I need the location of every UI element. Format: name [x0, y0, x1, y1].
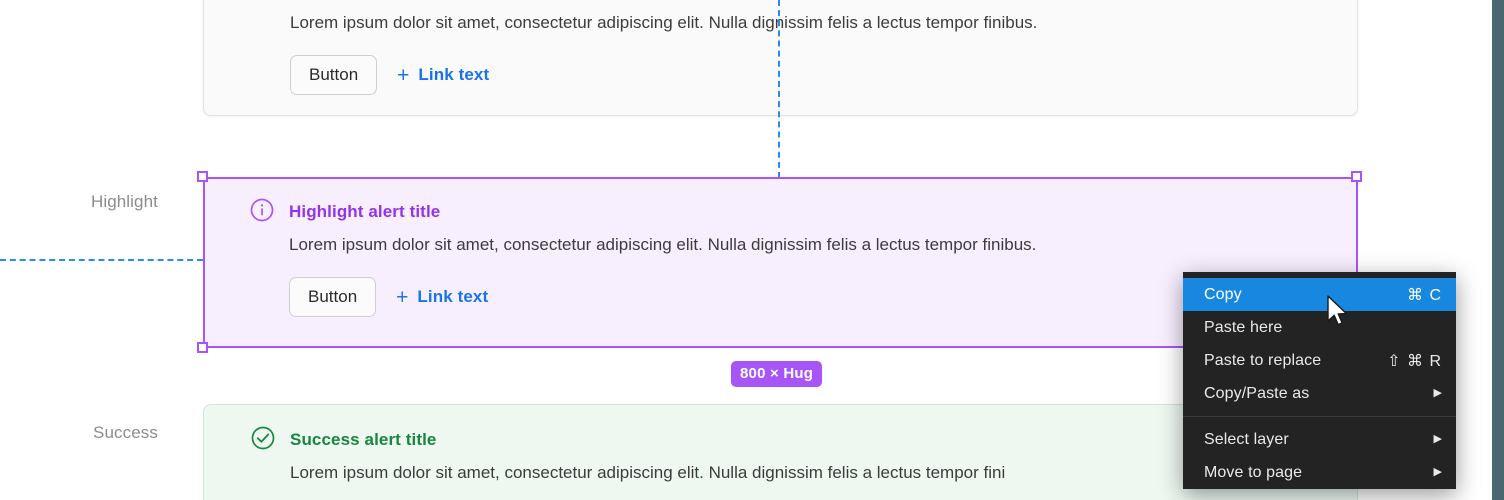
check-circle-icon [250, 425, 276, 451]
context-menu-item-shortcut: ⇧ ⌘ R [1387, 352, 1442, 370]
alert-link[interactable]: + Link text [386, 287, 488, 308]
context-menu-item-paste-to-replace[interactable]: Paste to replace ⇧ ⌘ R [1183, 344, 1456, 377]
resize-handle-bottom-left[interactable] [197, 342, 208, 353]
right-edge-strip [1492, 0, 1504, 500]
alert-link-label: Link text [418, 65, 490, 84]
row-label-highlight: Highlight [90, 192, 158, 211]
alert-header [250, 0, 1357, 3]
mouse-cursor [1326, 295, 1350, 329]
alert-body-text: Lorem ipsum dolor sit amet, consectetur … [290, 463, 1006, 482]
size-badge: 800 × Hug [731, 361, 823, 387]
info-circle-icon [250, 0, 276, 3]
alert-button[interactable]: Button [289, 277, 377, 317]
alignment-guide-horizontal [0, 259, 203, 261]
alert-card-success[interactable]: Success alert title Lorem ipsum dolor si… [203, 404, 1358, 500]
alert-button[interactable]: Button [290, 55, 378, 95]
context-menu-separator [1183, 416, 1456, 417]
alert-actions: Button + Link text [289, 277, 1358, 317]
chevron-right-icon: ▶ [1433, 433, 1442, 445]
context-menu-item-shortcut: ⌘ C [1407, 286, 1442, 304]
context-menu-item-label: Paste to replace [1204, 351, 1322, 369]
context-menu-item-label: Select layer [1204, 430, 1289, 448]
alignment-guide-vertical [778, 0, 780, 178]
context-menu-item-copy[interactable]: Copy ⌘ C [1183, 278, 1456, 311]
alert-header: Highlight alert title [249, 197, 1358, 225]
alert-title: Success alert title [290, 430, 437, 449]
resize-handle-top-right[interactable] [1351, 171, 1362, 182]
alert-link[interactable]: + Link text [387, 65, 489, 86]
context-menu-item-label: Copy/Paste as [1204, 384, 1310, 402]
chevron-right-icon: ▶ [1433, 466, 1442, 478]
row-label-success: Success [93, 423, 158, 442]
alert-body-text: Lorem ipsum dolor sit amet, consectetur … [289, 235, 1037, 254]
context-menu-item-select-layer[interactable]: Select layer ▶ [1183, 423, 1456, 456]
context-menu-item-copy-paste-as[interactable]: Copy/Paste as ▶ [1183, 377, 1456, 410]
context-menu-group-secondary: Select layer ▶ Move to page ▶ [1183, 423, 1456, 489]
context-menu-item-label: Paste here [1204, 318, 1283, 336]
alert-body-text: Lorem ipsum dolor sit amet, consectetur … [290, 13, 1038, 32]
context-menu-item-label: Copy [1204, 285, 1242, 303]
alert-title: Highlight alert title [289, 202, 441, 221]
alert-actions: Button + Link text [290, 55, 1357, 95]
alert-card-neutral[interactable]: Lorem ipsum dolor sit amet, consectetur … [203, 0, 1358, 116]
plus-icon: + [397, 63, 410, 87]
plus-icon: + [396, 285, 409, 309]
alert-header: Success alert title [250, 425, 1357, 453]
context-menu-item-label: Move to page [1204, 463, 1303, 481]
info-circle-icon [249, 197, 275, 223]
alert-link-label: Link text [417, 287, 489, 306]
chevron-right-icon: ▶ [1433, 387, 1442, 399]
resize-handle-top-left[interactable] [197, 171, 208, 182]
context-menu-item-paste-here[interactable]: Paste here [1183, 311, 1456, 344]
context-menu-item-move-to-page[interactable]: Move to page ▶ [1183, 456, 1456, 489]
alert-card-highlight[interactable]: Highlight alert title Lorem ipsum dolor … [203, 177, 1358, 348]
